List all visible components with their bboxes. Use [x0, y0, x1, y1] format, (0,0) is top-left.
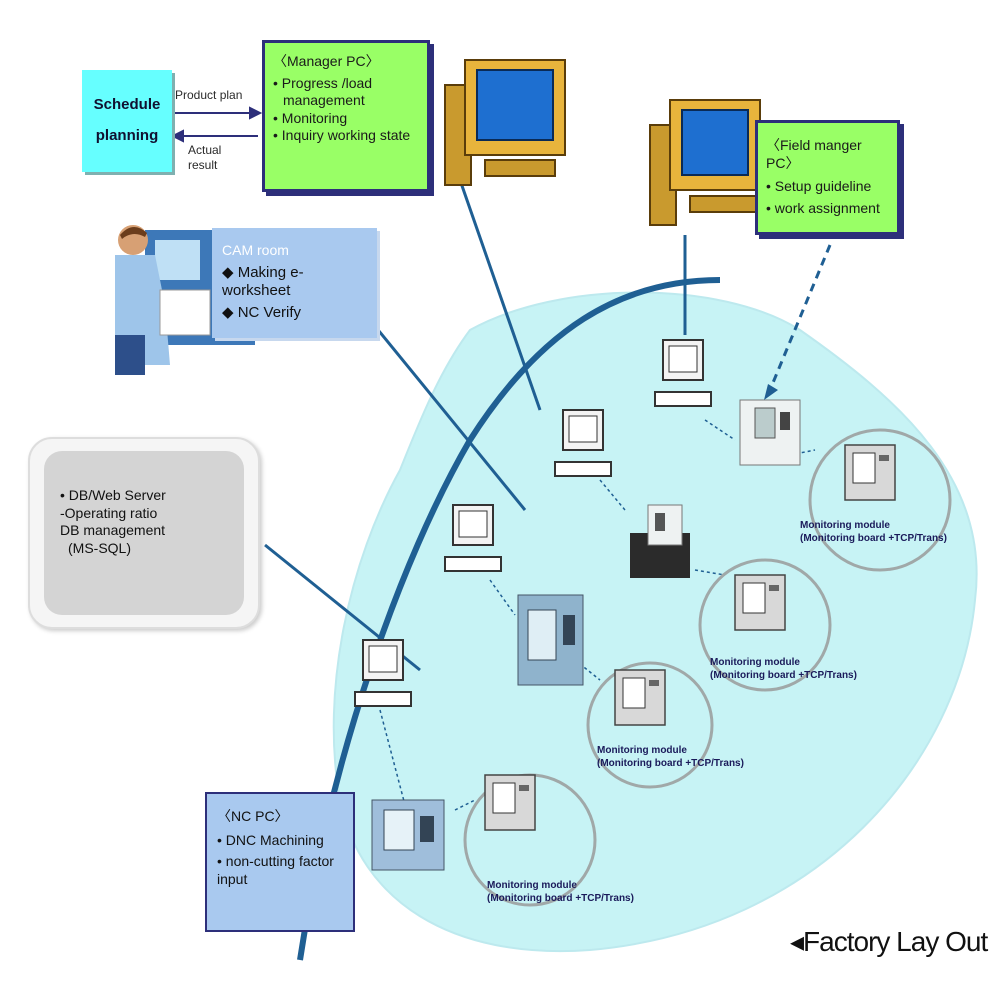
- field-pc-item: • work assignment: [766, 199, 880, 216]
- schedule-planning-box: Schedule planning: [82, 70, 172, 172]
- monitoring-module-name: Monitoring module: [800, 520, 890, 531]
- dnc-pc-title: 〈NC PC〉: [217, 808, 289, 824]
- db-server-text: • DB/Web Server -Operating ratio DB mana…: [60, 487, 166, 557]
- actual-label: Actual: [188, 143, 222, 157]
- field-pc-item: • Setup guideline: [766, 178, 872, 194]
- monitoring-module-label: Monitoring module (Monitoring board +TCP…: [800, 520, 947, 545]
- dnc-pc-box: 〈NC PC〉 • DNC Machining • non-cutting fa…: [205, 792, 355, 932]
- network-arc: [297, 277, 721, 961]
- schedule-arrows: [170, 106, 263, 143]
- manager-pc-box: 〈Manager PC〉 • Progress /load management…: [262, 40, 430, 192]
- manager-pc-item: • Progress /load: [273, 74, 373, 91]
- monitoring-module-label: Monitoring module (Monitoring board +TCP…: [710, 657, 857, 682]
- dnc-pc-item: • DNC Machining: [217, 831, 324, 848]
- factory-layout-caption: ◂Factory Lay Out: [790, 926, 988, 957]
- db-server-item: DB management: [60, 522, 166, 538]
- manager-pc-item: • Monitoring: [273, 109, 348, 126]
- db-server-box: • DB/Web Server -Operating ratio DB mana…: [28, 437, 260, 629]
- result-label: result: [188, 158, 218, 172]
- product-plan-label: Product plan: [175, 88, 243, 102]
- cam-operator-figure: [115, 225, 255, 375]
- cam-room-title: CAM room: [222, 242, 289, 258]
- field-manager-pc-box: 〈Field manger PC〉 • Setup guideline • wo…: [755, 120, 900, 235]
- field-pc-title: 〈Field manger PC〉: [766, 137, 862, 171]
- actual-result-label: Actual result: [188, 143, 221, 173]
- machine-tools: [371, 399, 801, 871]
- manager-pc-item: • Inquiry working state: [273, 127, 411, 143]
- monitoring-module-label: Monitoring module (Monitoring board +TCP…: [597, 745, 744, 770]
- field-dashed-link: [768, 244, 832, 391]
- monitoring-module-name: Monitoring module: [487, 880, 577, 891]
- dnc-pc-item: input: [217, 870, 248, 887]
- db-server-item: (MS-SQL): [68, 539, 131, 556]
- cam-room-item: ◆ Making e-worksheet: [222, 263, 304, 300]
- db-server-inner: [44, 451, 244, 615]
- monitoring-module-detail: (Monitoring board +TCP/Trans): [487, 892, 634, 904]
- monitoring-module-detail: (Monitoring board +TCP/Trans): [597, 757, 744, 769]
- monitoring-devices: [484, 444, 896, 831]
- manager-pc-title: 〈Manager PC〉: [273, 53, 380, 69]
- device-links: [379, 419, 816, 811]
- schedule-title: Schedule: [93, 96, 161, 114]
- monitoring-module-label: Monitoring module (Monitoring board +TCP…: [487, 880, 634, 905]
- cam-room-item: ◆ NC Verify: [222, 304, 302, 321]
- monitoring-module-name: Monitoring module: [597, 745, 687, 756]
- db-server-item: • DB/Web Server: [60, 487, 166, 503]
- dnc-pc-item: • non-cutting factor: [217, 853, 334, 869]
- monitoring-module-detail: (Monitoring board +TCP/Trans): [710, 669, 857, 681]
- manager-computer: [444, 59, 566, 186]
- monitoring-module-detail: (Monitoring board +TCP/Trans): [800, 532, 947, 544]
- cam-room-box: CAM room ◆ Making e-worksheet ◆ NC Verif…: [212, 228, 377, 338]
- monitoring-module-name: Monitoring module: [710, 657, 800, 668]
- field-computer: [649, 99, 761, 226]
- db-server-item: -Operating ratio: [60, 504, 158, 521]
- planning-title: planning: [95, 127, 159, 144]
- manager-pc-item: management: [283, 92, 365, 108]
- floor-pcs: [354, 339, 712, 707]
